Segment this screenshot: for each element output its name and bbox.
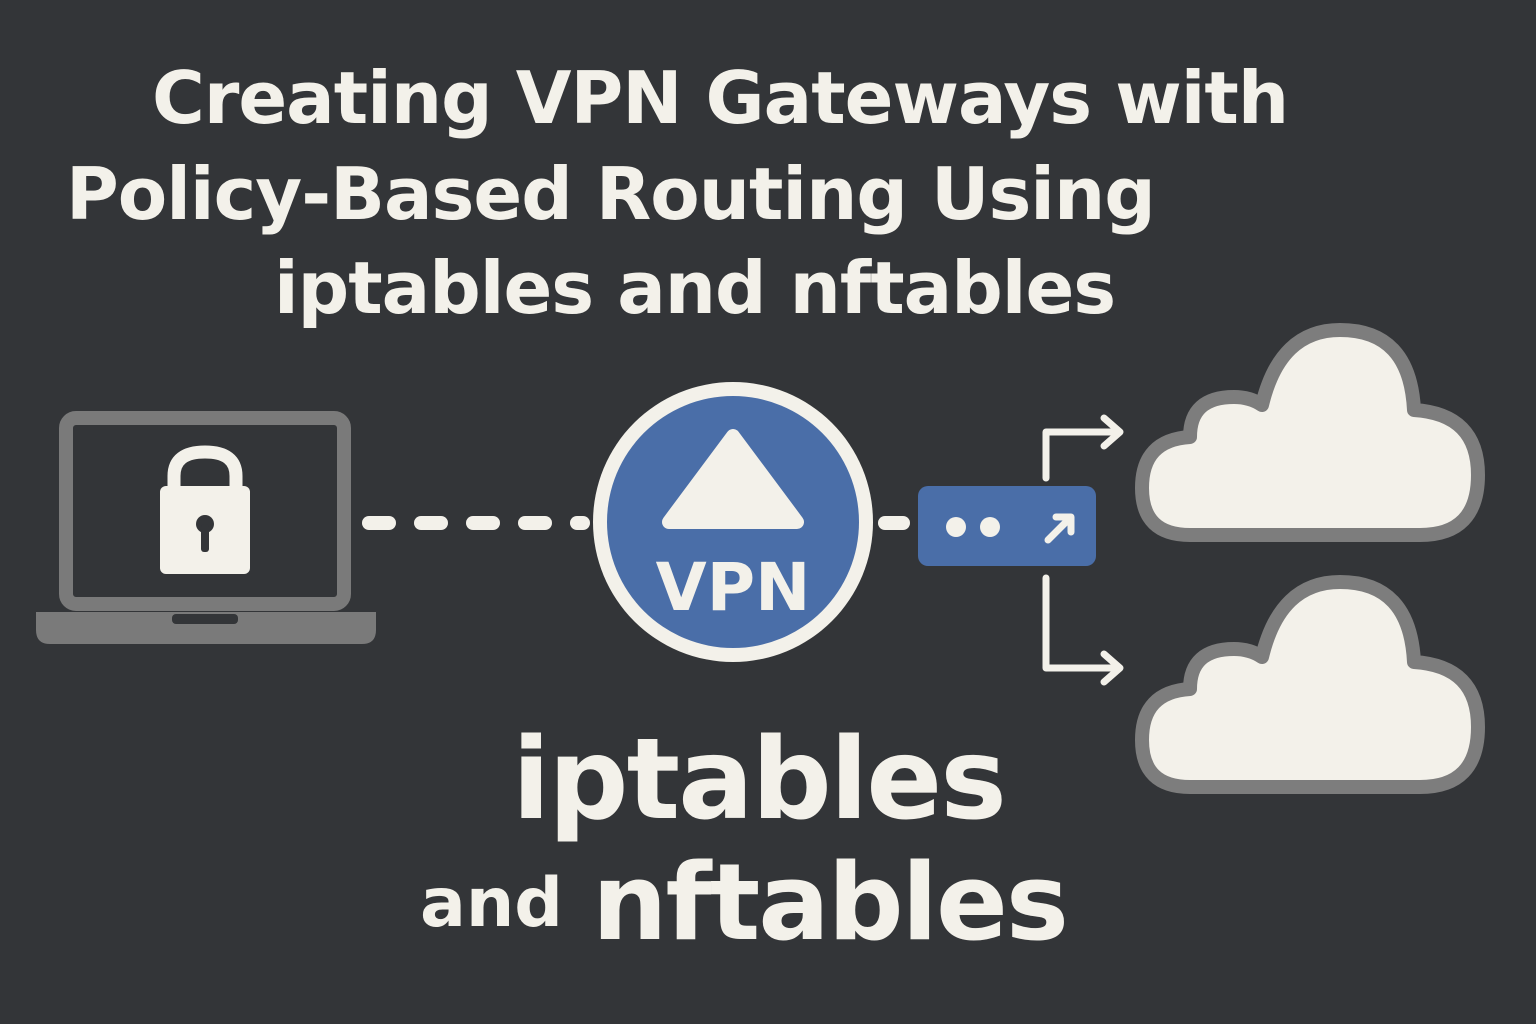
dashed-connector: [362, 516, 590, 530]
caption-nftables: nftables: [592, 841, 1069, 964]
lock-icon: [160, 445, 250, 574]
cloud-icon: [1135, 323, 1485, 542]
laptop-icon: [36, 411, 376, 644]
vpn-triangle-icon: [662, 429, 804, 529]
vpn-badge: VPN: [593, 382, 873, 662]
vpn-label: VPN: [656, 549, 811, 626]
title-line-3: iptables and nftables: [274, 246, 1116, 330]
router-connector: [878, 516, 910, 530]
router-icon: [918, 486, 1096, 566]
route-arrow-down: [1042, 574, 1124, 686]
route-arrow-up: [1042, 414, 1124, 482]
caption-and: and: [420, 864, 563, 943]
title-line-1: Creating VPN Gateways with: [152, 56, 1289, 140]
caption-iptables: iptables: [512, 715, 1007, 845]
cloud-icon: [1135, 575, 1485, 794]
title-line-2: Policy-Based Routing Using: [66, 152, 1156, 236]
